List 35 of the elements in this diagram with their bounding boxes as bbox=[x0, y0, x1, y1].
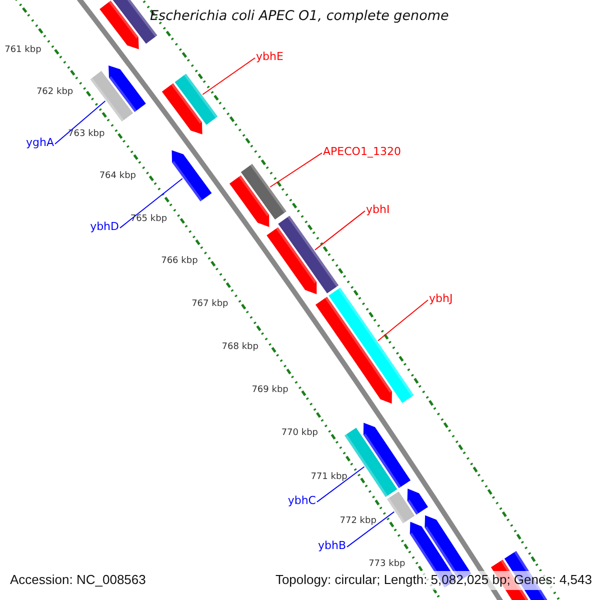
gene-feature bbox=[172, 150, 212, 202]
position-label: 761 kbp bbox=[4, 45, 42, 56]
gene-feature bbox=[174, 74, 218, 125]
position-label: 773 kbp bbox=[368, 559, 406, 570]
gene-feature bbox=[387, 491, 415, 524]
gene-label: yghA bbox=[26, 137, 54, 150]
gene-feature bbox=[328, 288, 414, 404]
gene-label: ybhJ bbox=[429, 293, 453, 306]
accession-label: Accession: NC_008563 bbox=[10, 573, 146, 588]
position-label: 767 kbp bbox=[192, 298, 228, 310]
leader-line bbox=[54, 100, 106, 144]
gene-label: APECO1_1320 bbox=[323, 146, 401, 159]
map-title: Escherichia coli APEC O1, complete genome bbox=[150, 9, 449, 25]
position-label: 762 kbp bbox=[36, 87, 74, 98]
position-label: 768 kbp bbox=[222, 342, 258, 352]
gene-label: ybhI bbox=[366, 204, 390, 217]
leader-line bbox=[120, 178, 183, 228]
gene-feature bbox=[278, 216, 339, 294]
position-label: 770 kbp bbox=[281, 428, 318, 439]
gene-label: ybhB bbox=[318, 540, 346, 553]
position-label: 771 kbp bbox=[310, 472, 348, 482]
gene-label: ybhD bbox=[90, 221, 119, 234]
gene-feature bbox=[90, 70, 134, 122]
leader-line bbox=[314, 210, 366, 250]
gene-label: ybhC bbox=[288, 495, 316, 508]
position-label: 772 kbp bbox=[340, 516, 376, 526]
gene-label: ybhE bbox=[256, 51, 284, 64]
leader-line bbox=[270, 152, 322, 188]
leader-line bbox=[378, 299, 428, 342]
position-label: 765 kbp bbox=[130, 214, 168, 224]
gene-feature bbox=[240, 164, 286, 220]
position-label: 764 kbp bbox=[99, 171, 136, 182]
position-label: 766 kbp bbox=[161, 256, 198, 266]
position-label: 769 kbp bbox=[252, 384, 288, 396]
position-label: 763 kbp bbox=[68, 129, 105, 140]
